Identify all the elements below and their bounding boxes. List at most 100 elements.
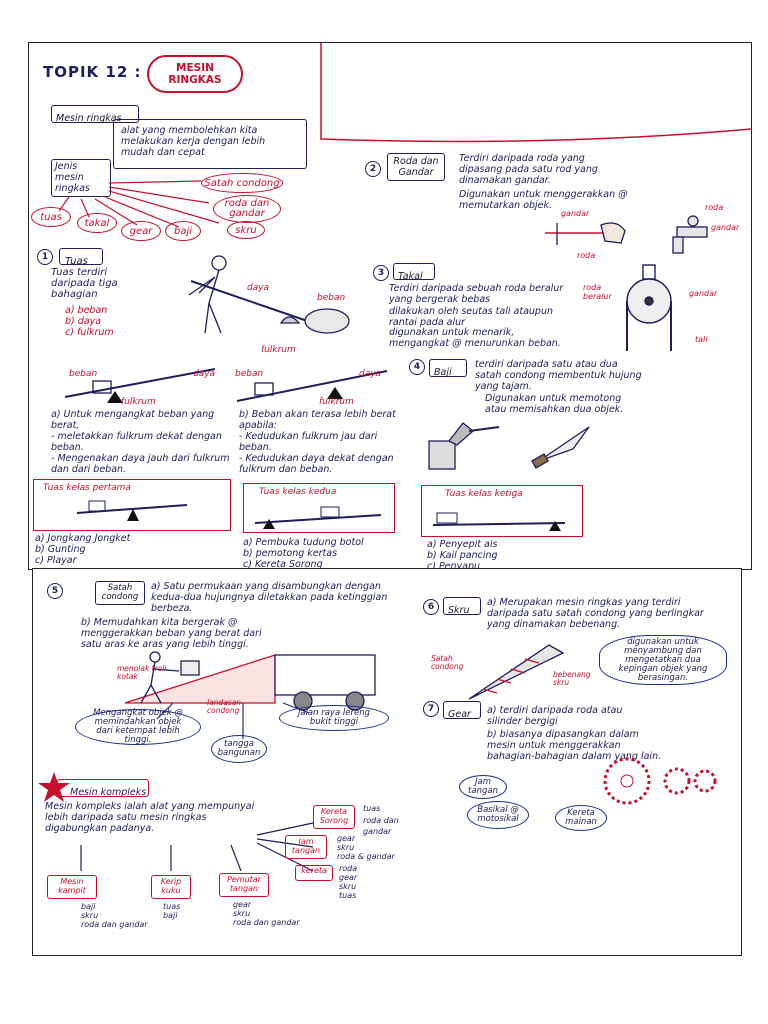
tuas-heading: Tuas bbox=[65, 256, 88, 267]
lever-label-fulkrum: fulkrum bbox=[261, 345, 296, 355]
kompleks-item-1-part-1: baji bbox=[163, 911, 178, 920]
kompleks-right-2-part-3: tuas bbox=[339, 891, 357, 900]
kompleks-right-2-part-0: roda bbox=[339, 864, 358, 873]
gear-illustration bbox=[603, 757, 717, 805]
definition-text: alat yang membolehkan kita melakukan ker… bbox=[121, 125, 266, 158]
takal-label-roda: roda beralur bbox=[583, 283, 612, 301]
kompleks-right-2-part-2: skru bbox=[339, 882, 357, 891]
kompleks-item-1-part-0: tuas bbox=[163, 902, 181, 911]
kompleks-item-0-part-1: skru bbox=[81, 911, 99, 920]
tuas-part-1: b) daya bbox=[65, 316, 102, 327]
skru-note: digunakan untuk menyambung dan mengetatk… bbox=[599, 635, 727, 685]
lever-class-3-item-0: a) Penyepit ais bbox=[427, 539, 498, 550]
takal-desc-2: dilakukan oleh seutas tali ataupun ranta… bbox=[389, 306, 553, 328]
gear-example-2: Kereta mainan bbox=[555, 805, 607, 831]
roda-number: 2 bbox=[365, 161, 381, 177]
lever-b-fulkrum: fulkrum bbox=[319, 397, 354, 407]
kompleks-item-0-part-2: roda dan gandar bbox=[81, 920, 148, 929]
kompleks-right-0-box: Kereta Sorong bbox=[313, 805, 355, 829]
roda-heading: Roda dan Gandar bbox=[393, 156, 439, 178]
lever-label-daya: daya bbox=[247, 283, 270, 293]
lever-class-3-title: Tuas kelas ketiga bbox=[445, 489, 523, 499]
kompleks-item-0-name: Mesin kampit bbox=[58, 877, 86, 895]
satah-illustration bbox=[124, 651, 376, 711]
roda-label-gandar-2: gandar bbox=[711, 223, 740, 232]
lever-class-1-item-2: c) Playar bbox=[35, 555, 77, 566]
gear-heading: Gear bbox=[448, 709, 471, 720]
topic-label: TOPIK 12 : bbox=[43, 63, 142, 81]
baji-desc-1: terdiri daripada satu atau dua satah con… bbox=[475, 359, 642, 392]
roda-illustration-handle bbox=[545, 222, 626, 245]
definition-heading-box: Mesin ringkas bbox=[51, 105, 139, 124]
takal-desc-3: digunakan untuk menarik, mengangkat @ me… bbox=[389, 327, 561, 349]
kompleks-right-2-box: kereta bbox=[295, 865, 333, 881]
lever-diagram-b bbox=[236, 370, 388, 402]
gear-example-1: Basikal @ motosikal bbox=[467, 801, 529, 829]
kompleks-item-0-part-0: baji bbox=[81, 902, 96, 911]
type-takal: takal bbox=[77, 213, 117, 233]
lever-class-2-icon bbox=[254, 506, 382, 529]
types-arrows bbox=[58, 180, 220, 228]
gear-heading-box: Gear bbox=[443, 701, 481, 720]
satah-heading: Satah condong bbox=[101, 583, 139, 602]
type-skru: skru bbox=[227, 221, 265, 239]
kompleks-item-2-name: Pemutar tangan bbox=[227, 875, 261, 893]
tuas-part-2: c) fulkrum bbox=[65, 327, 114, 338]
skru-label-satah: Satah condong bbox=[431, 654, 464, 671]
title-divider bbox=[320, 43, 752, 143]
kompleks-right-1-part-1: skru bbox=[337, 843, 355, 852]
screw-illustration bbox=[468, 644, 565, 700]
kompleks-right-1-part-2: roda & gandar bbox=[337, 852, 395, 861]
pulley-illustration bbox=[626, 264, 672, 351]
takal-label-tali: tali bbox=[695, 335, 708, 344]
gear-number: 7 bbox=[423, 701, 439, 717]
roda-desc-2: Digunakan untuk menggerakkan @ memutarka… bbox=[459, 189, 628, 211]
kompleks-item-2-part-0: gear bbox=[233, 900, 252, 909]
kompleks-item-2-part-2: roda dan gandar bbox=[233, 918, 300, 927]
satah-number: 5 bbox=[47, 583, 63, 599]
roda-heading-box: Roda dan Gandar bbox=[387, 153, 445, 181]
lever-a-beban: beban bbox=[69, 369, 98, 379]
baji-heading-box: Baji bbox=[429, 359, 467, 378]
skru-number: 6 bbox=[423, 599, 439, 615]
lever-b-daya: daya bbox=[359, 369, 382, 379]
kompleks-arrows bbox=[80, 822, 314, 872]
satah-example-0: Mengangkat objek @ memindahkan objek dar… bbox=[75, 709, 201, 745]
roda-label-roda-2: roda bbox=[705, 203, 724, 212]
lever-class-1-icon bbox=[76, 500, 188, 521]
takal-number: 3 bbox=[373, 265, 389, 281]
kompleks-right-0-part-0: tuas bbox=[363, 804, 381, 813]
lever-class-2-box bbox=[243, 483, 395, 533]
satah-desc-a: a) Satu permukaan yang disambungkan deng… bbox=[151, 581, 388, 614]
skru-desc: a) Merupakan mesin ringkas yang terdiri … bbox=[487, 597, 704, 630]
satah-example-2: jalan raya lereng bukit tinggi bbox=[279, 705, 389, 731]
lever-class-3-item-2: c) Penyapu bbox=[427, 561, 481, 572]
type-tuas: tuas bbox=[31, 207, 71, 227]
definition-heading: Mesin ringkas bbox=[56, 113, 122, 124]
title-banner: MESIN RINGKAS bbox=[147, 55, 243, 93]
skru-label-bebenang: bebenang skru bbox=[553, 670, 591, 687]
type-baji: baji bbox=[165, 221, 201, 241]
kompleks-right-1-name: Jam tangan bbox=[291, 837, 321, 855]
lever-class-2-item-1: b) pemotong kertas bbox=[243, 548, 338, 559]
kompleks-heading: Mesin kompleks bbox=[70, 787, 147, 798]
kompleks-right-2-name: kereta bbox=[301, 866, 327, 875]
gear-desc-b: b) biasanya dipasangkan dalam mesin untu… bbox=[487, 729, 662, 762]
kompleks-heading-box: Mesin kompleks bbox=[57, 779, 149, 798]
roda-illustration-tap bbox=[672, 215, 708, 254]
gear-desc-a: a) terdiri daripada roda atau silinder b… bbox=[487, 705, 623, 727]
kompleks-item-0-box: Mesin kampit bbox=[47, 875, 97, 899]
takal-label-gandar: gandar bbox=[689, 289, 718, 298]
baji-number: 4 bbox=[409, 359, 425, 375]
tuas-part-0: a) beban bbox=[65, 305, 108, 316]
lever-diagram-a bbox=[64, 368, 216, 403]
satah-label-landasan: landasan condong bbox=[207, 698, 242, 715]
type-roda-gandar: roda dan gandar bbox=[213, 195, 281, 223]
top-sheet: TOPIK 12 : MESIN RINGKAS Mesin ringkas a… bbox=[28, 42, 752, 572]
lever-class-1-item-0: a) Jongkang Jongket bbox=[35, 533, 131, 544]
takal-desc-1: Terdiri daripada sebuah roda beralur yan… bbox=[389, 283, 564, 305]
satah-example-1: tangga bangunan bbox=[211, 735, 267, 763]
kompleks-desc: Mesin kompleks ialah alat yang mempunyai… bbox=[45, 801, 255, 834]
lever-label-beban: beban bbox=[317, 293, 346, 303]
star-icon bbox=[38, 772, 70, 802]
